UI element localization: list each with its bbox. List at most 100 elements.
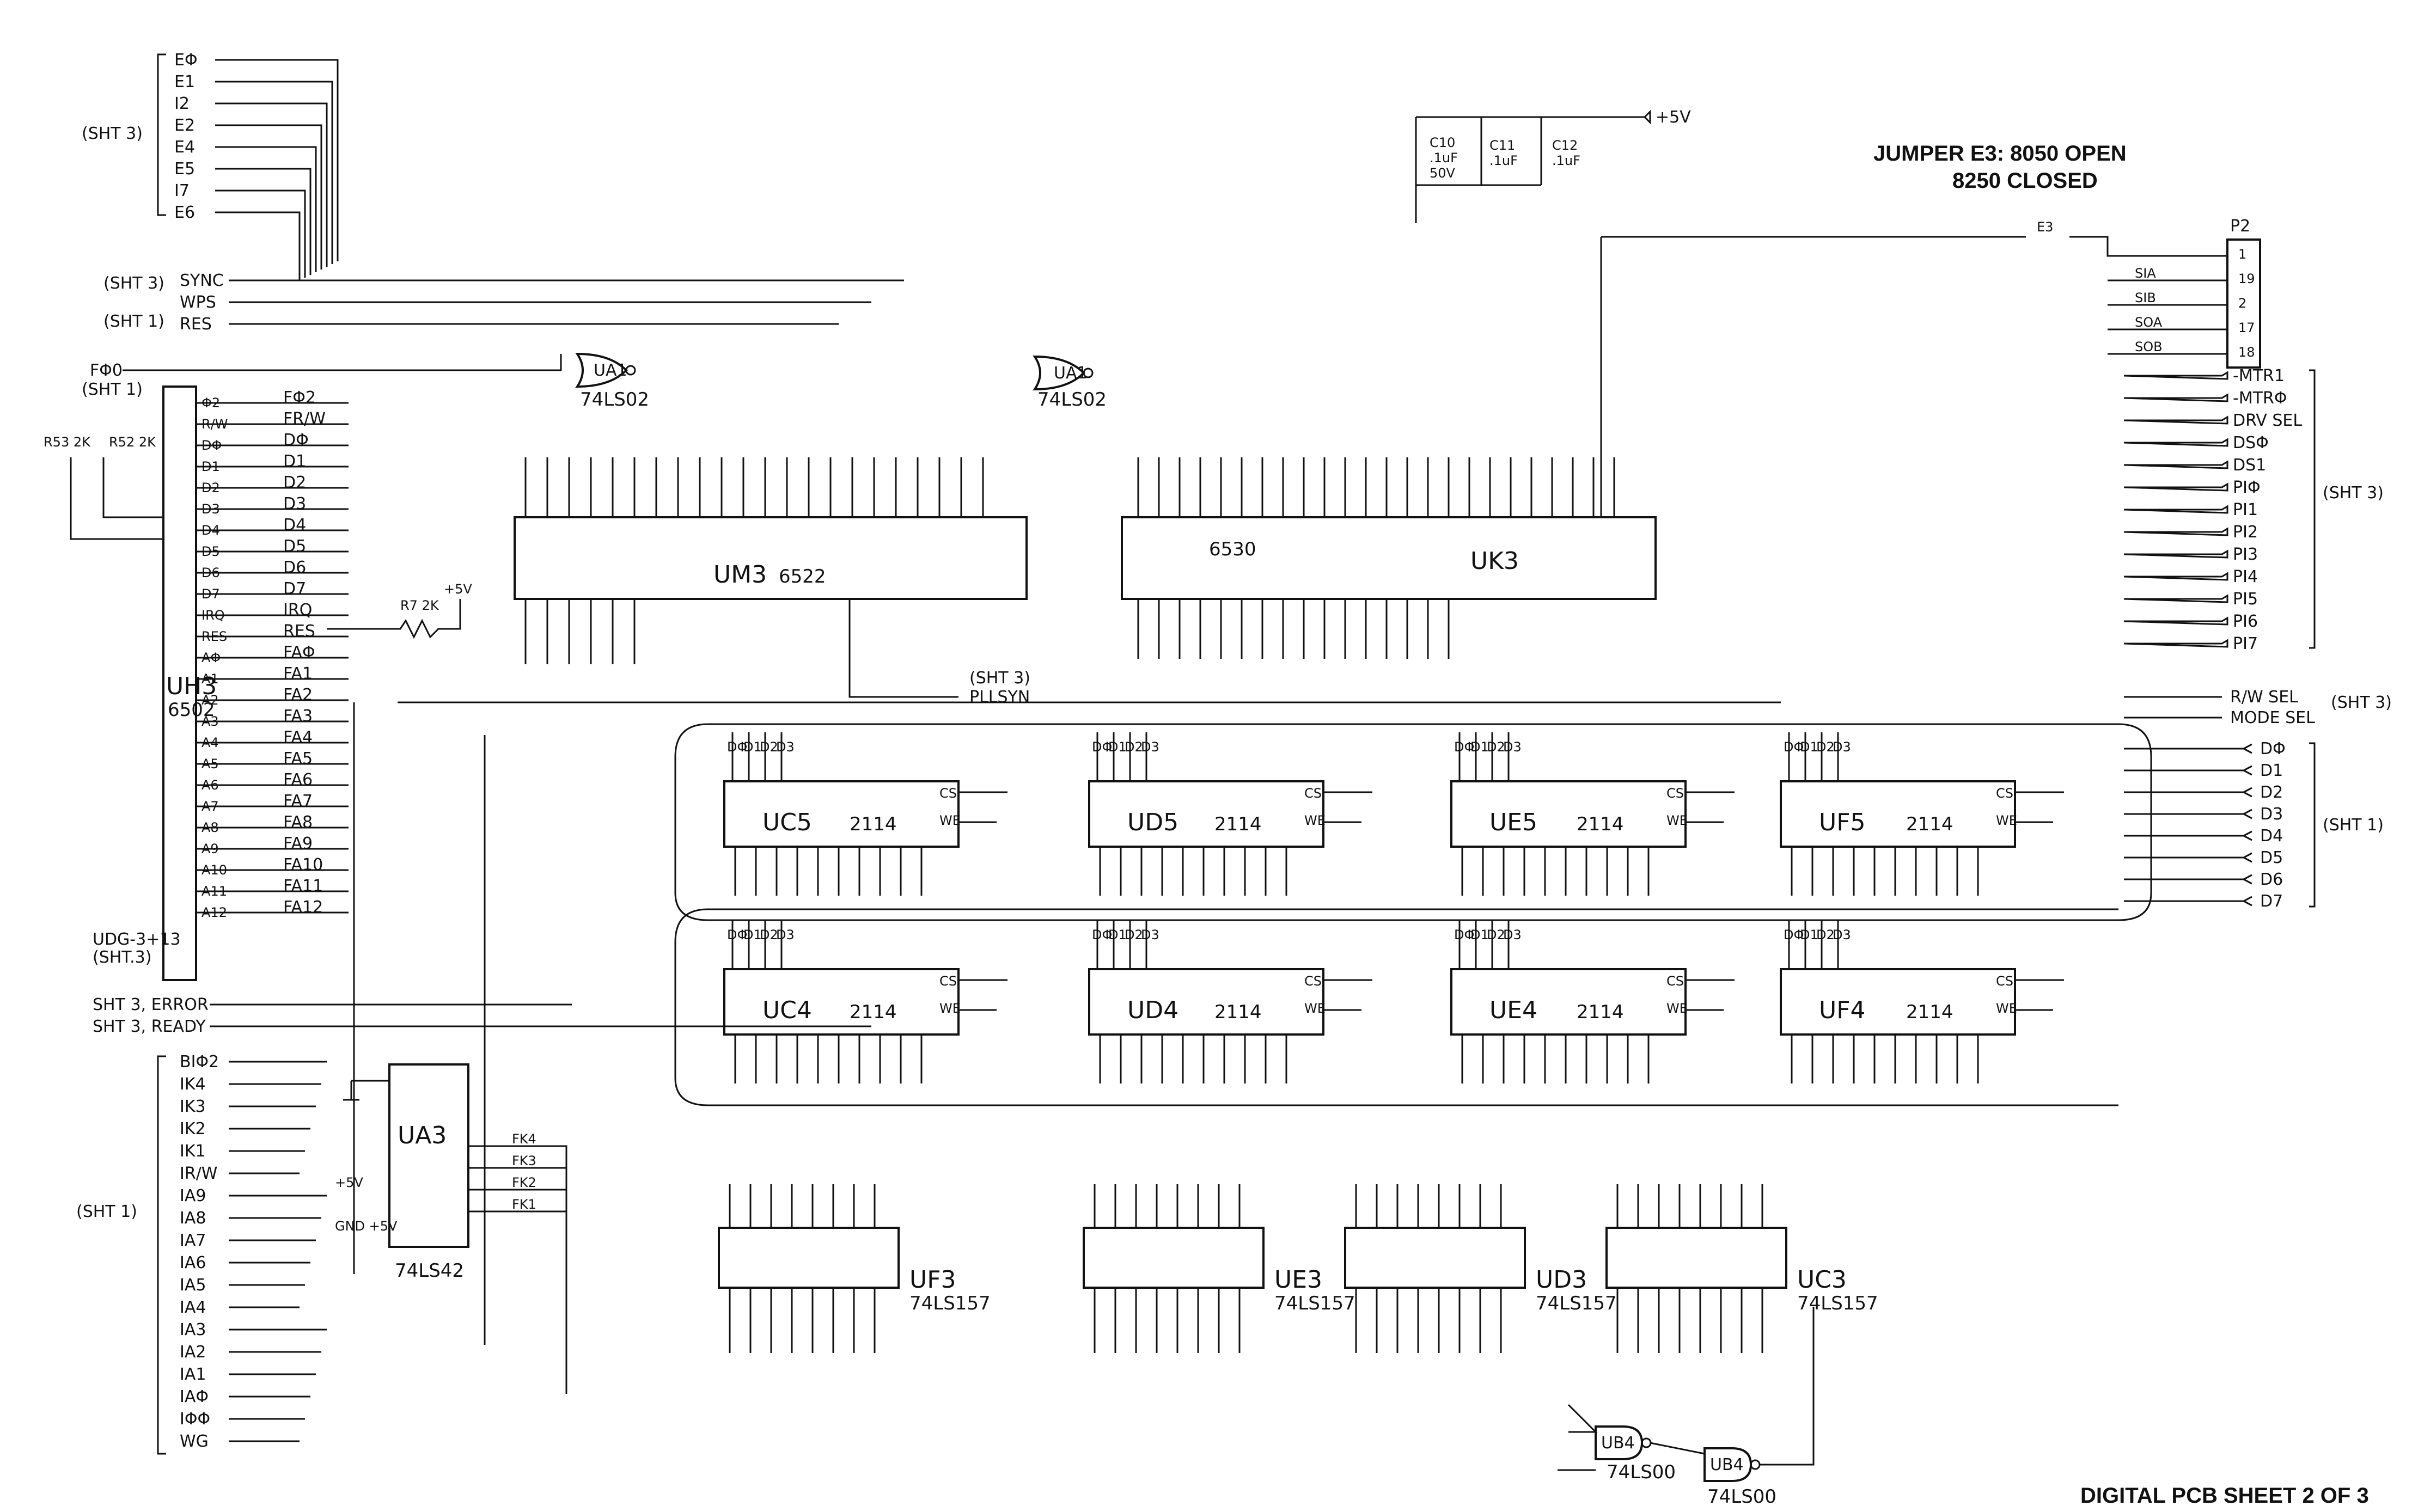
signal-ik1-label: IK1	[180, 1142, 206, 1161]
chip-ue5-pin-we: WE	[1666, 813, 1688, 828]
gate-ub4-b-name: UB4	[1710, 1455, 1744, 1474]
output-mtr1-label: -MTR1	[2233, 366, 2285, 385]
r53-label: R53 2K	[44, 434, 91, 450]
chip-uf4-part: 2114	[1906, 1001, 1953, 1023]
gate-ub4-b-part: 74LS00	[1707, 1486, 1776, 1508]
chip-uf5-pin-d: DΦ	[1784, 739, 1804, 755]
chip-uc5-pin-d3: D3	[776, 739, 795, 755]
chip-uf5-part: 2114	[1906, 813, 1953, 835]
chip-ud4-pin-d1: D1	[1108, 927, 1127, 942]
cpu-net-d1: D1	[283, 452, 306, 471]
chip-uf3-name: UF3	[909, 1266, 956, 1294]
output-pi2-label: PI2	[2233, 523, 2258, 542]
chip-ud5-pin-d3: D3	[1141, 739, 1159, 755]
output-pi1-label: PI1	[2233, 500, 2258, 519]
chip-uc4-pin-d1: D1	[743, 927, 762, 942]
signal-wg-label: WG	[180, 1432, 209, 1451]
fphi0-sheet-ref: (SHT 1)	[82, 380, 143, 399]
chip-uf5-pin-cs: CS	[1996, 786, 2013, 801]
signal-ia2-label: IA2	[180, 1343, 206, 1362]
cpu-net-res: RES	[283, 622, 315, 641]
chip-ud5-body	[1088, 780, 1324, 848]
signal-ia1-label: IA1	[180, 1365, 206, 1384]
p2-pin-17: 17	[2238, 320, 2255, 335]
output-pi4-label: PI4	[2233, 567, 2258, 586]
cpu-net-fa7: FA7	[283, 792, 313, 811]
chip-ue4-pin-we: WE	[1666, 1001, 1688, 1016]
sheet-ref-sht3-right-mid: (SHT 3)	[2331, 693, 2392, 712]
error-input-label: SHT 3, ERROR	[93, 995, 209, 1014]
cap-c10-value: .1uF	[1430, 150, 1458, 166]
ua3-output-fk3: FK3	[512, 1153, 536, 1168]
chip-uk3-body	[1121, 516, 1657, 600]
gate-ua1-b-name: UA1	[1054, 364, 1088, 383]
chip-ud4-pin-d2: D2	[1125, 927, 1143, 942]
chip-uf5-pin-d3: D3	[1833, 739, 1851, 755]
chip-uc5-part: 2114	[850, 813, 897, 835]
chip-ue5-pin-d1: D1	[1470, 739, 1489, 755]
gate-ua1-b-part: 74LS02	[1037, 389, 1107, 411]
sheet-footer: DIGITAL PCB SHEET 2 OF 3	[2080, 1484, 2369, 1508]
chip-ud4-part: 2114	[1214, 1001, 1262, 1023]
gate-ub4-a: UB4 74LS00	[1595, 1425, 1676, 1483]
signal-sync-label: SYNC	[180, 271, 224, 290]
chip-uc5-pin-d: DΦ	[727, 739, 747, 755]
output-ds1-label: DS1	[2233, 456, 2266, 475]
signal-res-label: RES	[180, 315, 212, 334]
p2-signal-sia: SIA	[2135, 266, 2156, 281]
chip-ue5-part: 2114	[1577, 813, 1624, 835]
chip-um3-part: 6522	[779, 566, 826, 587]
cpu-net-fa6: FA6	[283, 770, 313, 789]
data-port-d-label: DΦ	[2260, 739, 2286, 758]
chip-ua3-body	[388, 1063, 469, 1248]
gate-ua1-b: UA1 74LS02	[1033, 355, 1107, 411]
signal-ia4-label: IA4	[180, 1298, 206, 1317]
jumper-note-line1: JUMPER E3: 8050 OPEN	[1873, 142, 2127, 166]
output-pi3-label: PI3	[2233, 545, 2258, 564]
chip-ue4-pin-d1: D1	[1470, 927, 1489, 942]
fphi0-input: FΦ0 (SHT 1)	[82, 354, 562, 399]
cpu-net-d6: D6	[283, 558, 306, 577]
p2-pin-2: 2	[2238, 296, 2246, 311]
cpu-net-irq: IRQ	[283, 601, 312, 620]
signal-wps-label: WPS	[180, 293, 216, 312]
chip-ud5-pin-d2: D2	[1125, 739, 1143, 755]
chip-uf5-pin-we: WE	[1996, 813, 2017, 828]
pllsyn-label: PLLSYN	[969, 688, 1030, 707]
cpu-net-fa9: FA9	[283, 834, 313, 853]
chip-ud3-part: 74LS157	[1536, 1293, 1617, 1314]
cpu-net-fa: FAΦ	[283, 643, 315, 662]
chip-ue4-part: 2114	[1577, 1001, 1624, 1023]
output-pi7-label: PI7	[2233, 634, 2258, 653]
chip-ud5-pin-cs: CS	[1304, 786, 1322, 801]
cpu-net-fa5: FA5	[283, 749, 313, 768]
signal-ia6-label: IA6	[180, 1253, 206, 1272]
cpu-net-fa8: FA8	[283, 813, 313, 832]
chip-ue4-pin-d2: D2	[1487, 927, 1505, 942]
cpu-net-fa4: FA4	[283, 728, 313, 747]
chip-ue4-pin-cs: CS	[1666, 974, 1684, 989]
chip-uf4-pin-d3: D3	[1833, 927, 1851, 942]
gate-ua1-a-name: UA1	[594, 361, 627, 380]
chip-uc4-pin-cs: CS	[939, 974, 957, 989]
cpu-net-d5: D5	[283, 537, 306, 556]
cap-c12-ref: C12	[1552, 138, 1578, 153]
chip-ud3-name: UD3	[1536, 1266, 1587, 1294]
cpu-net-fa10: FA10	[283, 855, 323, 874]
pllsyn-sheet-ref: (SHT 3)	[969, 669, 1030, 688]
r52-label: R52 2K	[109, 434, 156, 450]
signal-ia-label: IAΦ	[180, 1387, 209, 1406]
sheet-ref-sht1-right: (SHT 1)	[2323, 816, 2384, 835]
chip-uc4-pin-d: DΦ	[727, 927, 747, 942]
